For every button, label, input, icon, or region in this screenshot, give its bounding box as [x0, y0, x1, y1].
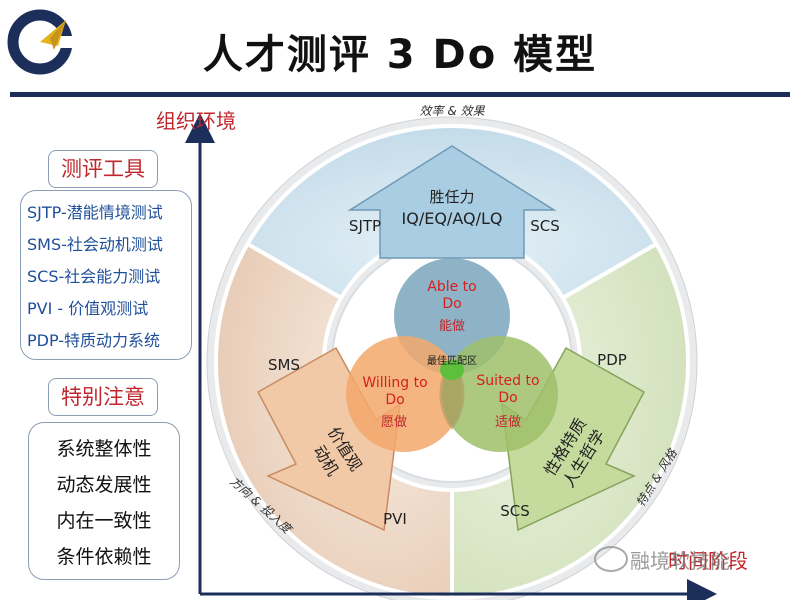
note-item: 系统整体性	[56, 438, 152, 460]
suited-cn: 适做	[495, 415, 521, 430]
willing-line2: Do	[385, 392, 404, 408]
willing-line1: Willing to	[362, 375, 427, 391]
willing-cn: 愿做	[381, 415, 407, 430]
tool-item: SCS-社会能力测试	[27, 267, 161, 286]
wechat-icon	[594, 546, 628, 572]
willing-circle	[346, 336, 462, 452]
tool-item: SJTP-潜能情境测试	[27, 203, 163, 222]
header-divider	[10, 92, 790, 97]
right-top-label: PDP	[597, 351, 627, 369]
best-match-zone	[440, 360, 464, 380]
suited-line1: Suited to	[476, 373, 539, 389]
able-cn: 能做	[439, 319, 465, 334]
able-line1: Able to	[427, 279, 476, 295]
logo-icon	[7, 9, 73, 75]
best-match-label: 最佳匹配区	[427, 354, 477, 367]
watermark: 融境软技能	[630, 549, 730, 573]
tools-panel: SJTP-潜能情境测试 SMS-社会动机测试 SCS-社会能力测试 PVI - …	[20, 190, 192, 360]
right-bottom-label: SCS	[500, 502, 530, 520]
top-arrow	[347, 145, 557, 259]
top-arrow-line1: 胜任力	[429, 188, 474, 206]
top-caption: 效率 & 效果	[420, 104, 486, 118]
tool-item: SMS-社会动机测试	[27, 235, 163, 254]
tool-item: PVI - 价值观测试	[27, 299, 149, 318]
y-axis-label: 组织环境	[156, 109, 236, 133]
notes-tag: 特别注意	[48, 378, 158, 416]
top-right-label: SCS	[530, 217, 560, 235]
note-item: 内在一致性	[56, 510, 152, 532]
suited-circle	[442, 336, 558, 452]
top-left-label: SJTP	[349, 217, 381, 235]
tools-tag: 测评工具	[48, 150, 158, 188]
header: 人才测评 3 Do 模型	[0, 0, 800, 92]
left-top-label: SMS	[268, 356, 300, 374]
page-title: 人才测评 3 Do 模型	[202, 32, 598, 78]
note-item: 条件依赖性	[56, 546, 152, 568]
tool-item: PDP-特质动力系统	[27, 331, 161, 350]
top-arrow-line2: IQ/EQ/AQ/LQ	[402, 209, 503, 228]
able-line2: Do	[442, 296, 461, 312]
left-bottom-label: PVI	[383, 510, 407, 528]
suited-line2: Do	[498, 390, 517, 406]
notes-panel: 系统整体性 动态发展性 内在一致性 条件依赖性	[28, 422, 180, 580]
x-axis-label: 时间阶段	[668, 549, 748, 573]
note-item: 动态发展性	[56, 474, 152, 496]
